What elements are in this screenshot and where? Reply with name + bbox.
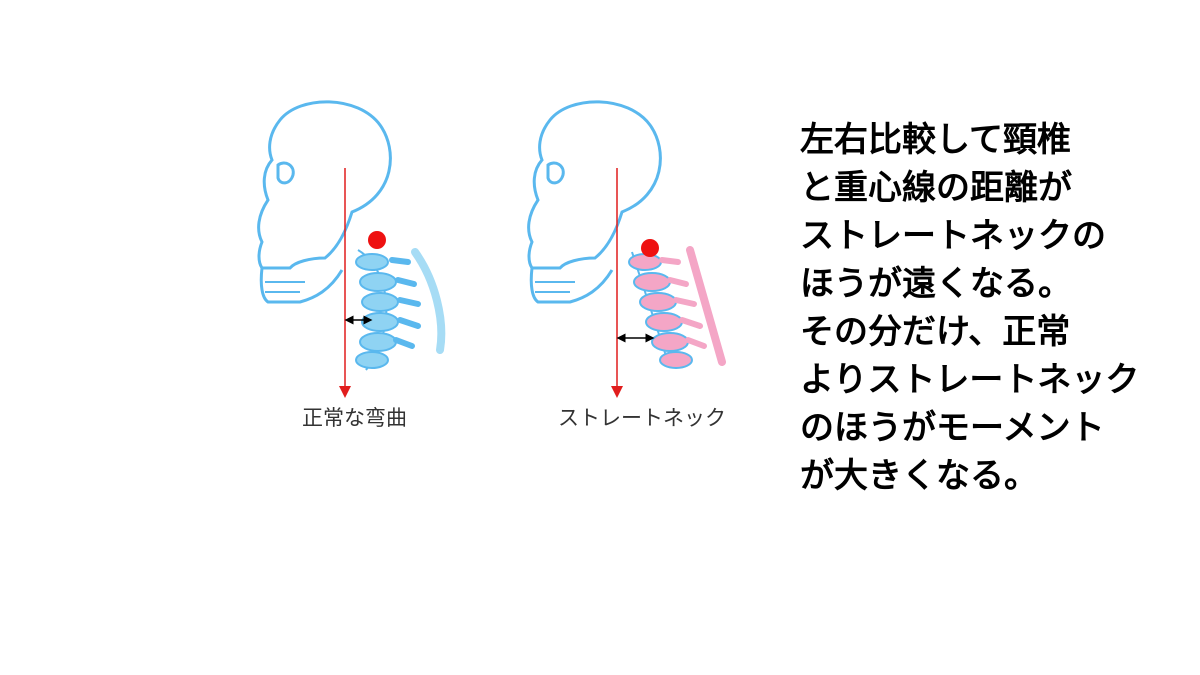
explanation-line: よりストレートネック (800, 356, 1190, 404)
center-of-gravity-marker (368, 231, 386, 249)
explanation-line: のほうがモーメント (800, 404, 1190, 452)
nuchal-ligament-normal (415, 252, 441, 350)
jaw-outline (261, 268, 342, 302)
straight-neck-skull-figure (529, 102, 722, 392)
explanation-line: ストレートネックの (800, 212, 1190, 260)
explanation-text: 左右比較して頸椎 と重心線の距離が ストレートネックの ほうが遠くなる。 その分… (800, 116, 1190, 500)
explanation-line: その分だけ、正常 (800, 308, 1190, 356)
explanation-line: ほうが遠くなる。 (800, 260, 1190, 308)
explanation-line: と重心線の距離が (800, 164, 1190, 212)
explanation-line: が大きくなる。 (800, 452, 1190, 500)
skull-outline (529, 102, 661, 268)
jaw-outline (531, 268, 612, 302)
center-of-gravity-marker (641, 239, 659, 257)
caption-straight-neck: ストレートネック (558, 402, 726, 432)
cervical-spine-normal (356, 250, 418, 370)
normal-skull-figure (259, 102, 442, 392)
caption-normal-curve: 正常な弯曲 (302, 402, 407, 432)
explanation-line: 左右比較して頸椎 (800, 116, 1190, 164)
